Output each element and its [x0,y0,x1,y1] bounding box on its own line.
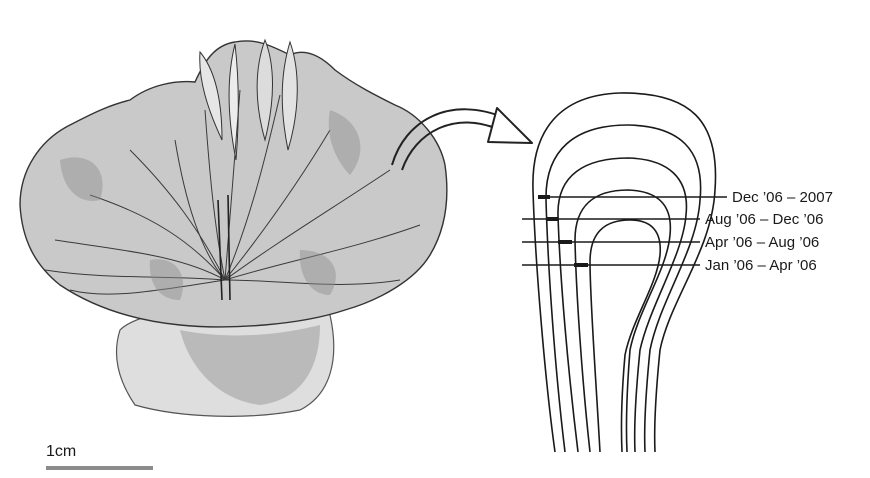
arrow-head [488,108,532,143]
band-lines [522,197,727,265]
growth-band-diagram [533,93,716,452]
growth-outline-2 [546,125,701,452]
band-label-jan06-apr06: Jan ’06 – Apr ’06 [705,257,817,274]
band-label-aug06-dec06: Aug ’06 – Dec ’06 [705,211,823,228]
band-label-apr06-aug06: Apr ’06 – Aug ’06 [705,234,819,251]
coral-illustration [20,40,447,416]
scale-bar: 1cm [46,443,153,470]
band-label-dec06-2007: Dec ’06 – 2007 [732,189,833,206]
scale-bar-line [46,466,153,470]
growth-outline-5 [590,220,660,452]
growth-outline-4 [575,190,670,452]
scale-bar-label: 1cm [46,443,76,460]
